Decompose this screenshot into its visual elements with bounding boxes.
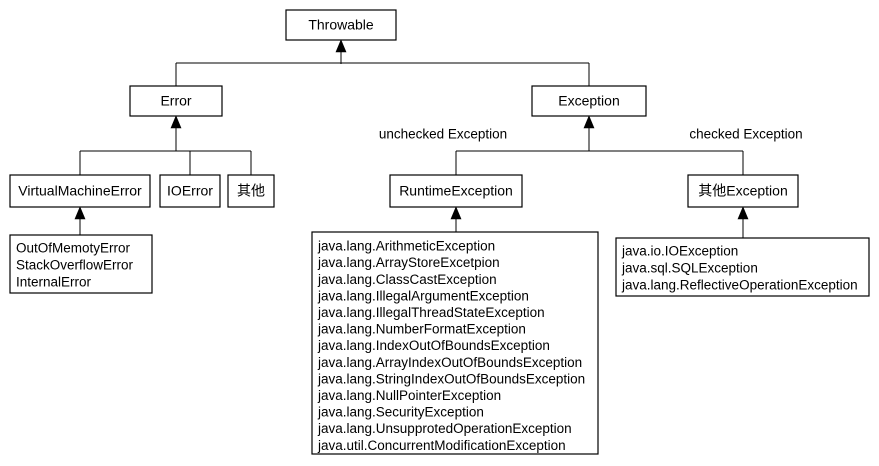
- edge-exception-children: [455, 115, 744, 175]
- node-virtual-machine-error-label: VirtualMachineError: [18, 183, 142, 199]
- node-runtime-exception[interactable]: RuntimeException: [389, 174, 523, 208]
- node-error[interactable]: Error: [129, 85, 223, 117]
- node-other-error[interactable]: 其他: [227, 174, 275, 208]
- edge-other-exception-list: [737, 206, 749, 238]
- node-error-label: Error: [160, 93, 191, 109]
- node-throwable[interactable]: Throwable: [285, 9, 397, 41]
- edge-label-layer: unchecked Exception checked Exception: [379, 127, 803, 142]
- node-runtime-exception-label: RuntimeException: [399, 183, 513, 199]
- inheritance-arrow-icon: [335, 39, 347, 53]
- inheritance-arrow-icon: [737, 206, 749, 220]
- list-item: java.lang.UnsupprotedOperationException: [317, 421, 572, 436]
- list-item: java.lang.IndexOutOfBoundsException: [317, 338, 550, 353]
- list-error-types-items: OutOfMemotyErrorStackOverflowErrorIntern…: [16, 241, 134, 290]
- list-checked-exception-types-items: java.io.IOException java.sql.SQLException…: [621, 244, 858, 293]
- list-item: java.lang.IllegalArgumentException: [317, 288, 529, 303]
- list-runtime-exception-types[interactable]: java.lang.ArithmeticExceptionjava.lang.A…: [311, 231, 599, 455]
- node-throwable-label: Throwable: [308, 17, 374, 33]
- list-item: OutOfMemotyError: [16, 241, 131, 256]
- inheritance-arrow-icon: [170, 115, 182, 129]
- edge-label-unchecked-exception: unchecked Exception: [379, 127, 507, 142]
- list-error-types-box[interactable]: [9, 234, 153, 294]
- node-virtual-machine-error[interactable]: VirtualMachineError: [9, 174, 151, 208]
- connector-layer: [74, 39, 749, 238]
- node-exception[interactable]: Exception: [531, 85, 647, 117]
- edge-throwable-children: [175, 39, 590, 86]
- list-item: java.lang.NullPointerException: [317, 388, 501, 403]
- edge-vme-list: [74, 206, 86, 235]
- list-item: java.util.ConcurrentModificationExceptio…: [317, 438, 566, 453]
- node-runtime-exception-box[interactable]: [389, 174, 523, 208]
- edge-error-children: [79, 115, 252, 175]
- list-item: java.lang.SecurityException: [317, 405, 484, 420]
- list-item: InternalError: [16, 275, 92, 290]
- node-other-error-box[interactable]: [227, 174, 275, 208]
- list-error-types[interactable]: OutOfMemotyErrorStackOverflowErrorIntern…: [9, 234, 153, 294]
- list-item: java.lang.ReflectiveOperationException: [621, 278, 858, 293]
- node-throwable-box[interactable]: [285, 9, 397, 41]
- list-item: java.lang.ArrayStoreExcetpion: [317, 255, 500, 270]
- edge-label-checked-exception: checked Exception: [689, 127, 802, 142]
- list-checked-exception-types[interactable]: java.io.IOException java.sql.SQLException…: [615, 237, 870, 297]
- list-runtime-exception-types-box[interactable]: [311, 231, 599, 455]
- list-item: java.lang.ClassCastException: [317, 272, 497, 287]
- inheritance-arrow-icon: [450, 206, 462, 220]
- list-layer: OutOfMemotyErrorStackOverflowErrorIntern…: [9, 231, 870, 455]
- list-item: java.lang.ArrayIndexOutOfBoundsException: [317, 355, 582, 370]
- list-checked-exception-types-box[interactable]: [615, 237, 870, 297]
- node-io-error[interactable]: IOError: [159, 174, 221, 208]
- list-item: java.lang.StringIndexOutOfBoundsExceptio…: [317, 371, 585, 386]
- node-other-exception-box[interactable]: [687, 174, 799, 208]
- node-exception-box[interactable]: [531, 85, 647, 117]
- inheritance-arrow-icon: [583, 115, 595, 129]
- node-io-error-box[interactable]: [159, 174, 221, 208]
- edge-runtime-list: [450, 206, 462, 232]
- list-runtime-exception-types-items: java.lang.ArithmeticExceptionjava.lang.A…: [317, 239, 585, 453]
- list-item: java.lang.IllegalThreadStateException: [317, 305, 545, 320]
- list-item: java.lang.ArithmeticException: [317, 239, 495, 254]
- node-other-error-label: 其他: [237, 183, 265, 199]
- node-exception-label: Exception: [558, 93, 619, 109]
- list-item: java.lang.NumberFormatException: [317, 322, 526, 337]
- node-io-error-label: IOError: [167, 183, 213, 199]
- node-virtual-machine-error-box[interactable]: [9, 174, 151, 208]
- inheritance-arrow-icon: [74, 206, 86, 220]
- node-other-exception-label: 其他Exception: [698, 183, 787, 199]
- node-other-exception[interactable]: 其他Exception: [687, 174, 799, 208]
- node-layer: Throwable Error Exception VirtualMachine…: [9, 9, 799, 208]
- node-error-box[interactable]: [129, 85, 223, 117]
- list-item: java.io.IOException: [621, 244, 738, 259]
- list-item: StackOverflowError: [16, 258, 134, 273]
- list-item: java.sql.SQLException: [621, 261, 758, 276]
